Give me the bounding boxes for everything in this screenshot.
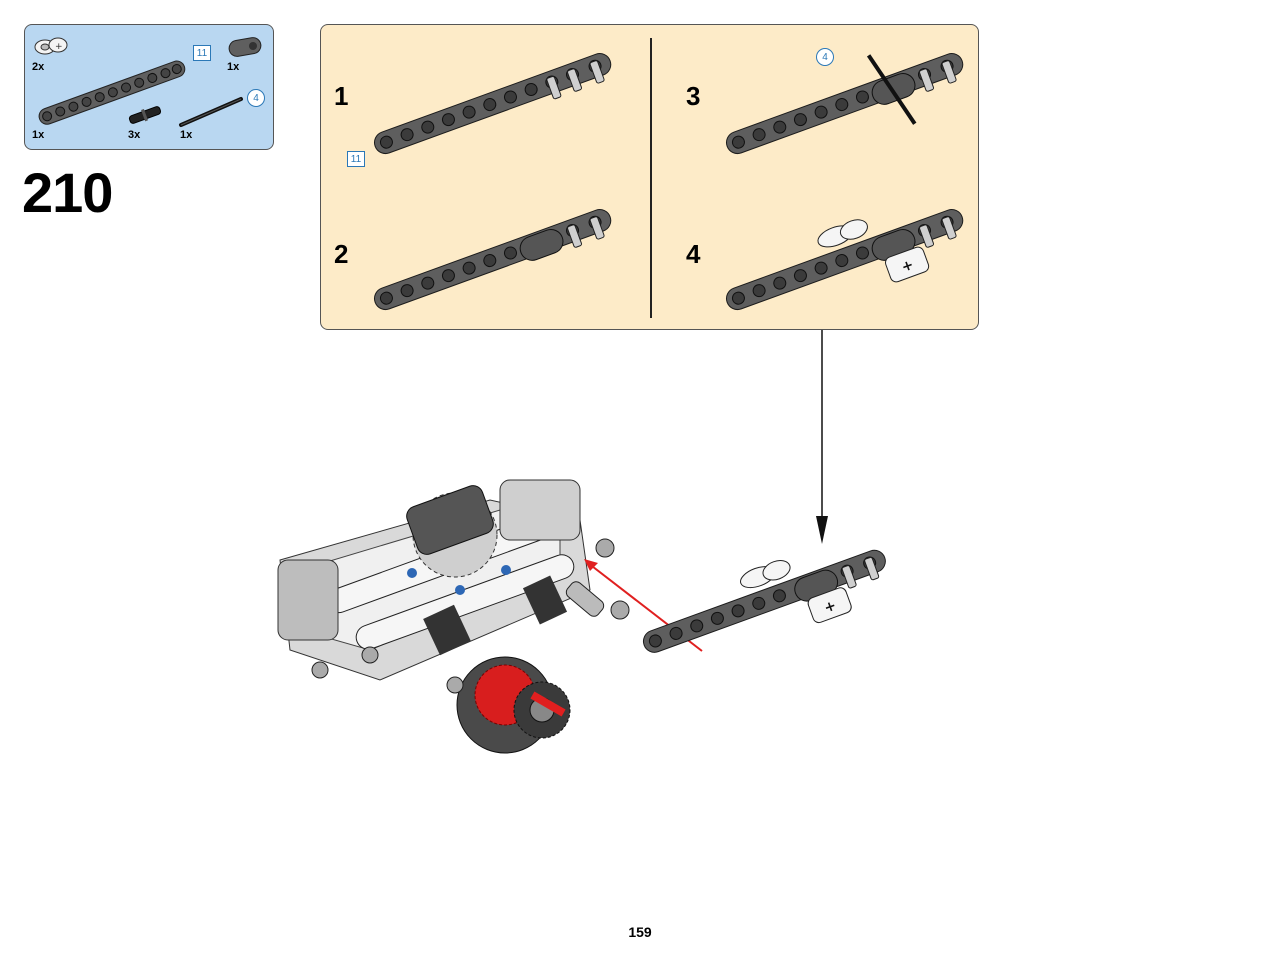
- svg-text:+: +: [899, 257, 915, 276]
- beam-length-callout: 11: [347, 151, 365, 167]
- part-qty: 3x: [128, 129, 141, 141]
- part-qty: 2x: [32, 61, 45, 73]
- beam-11-icon: [38, 60, 186, 125]
- substep-label: 4: [686, 239, 701, 269]
- beam-subassembly: +: [642, 549, 886, 653]
- substep-label: 2: [334, 239, 349, 269]
- substep-divider: [650, 38, 652, 318]
- part-qty: 1x: [227, 61, 240, 73]
- svg-text:+: +: [55, 42, 63, 52]
- main-assembly: [277, 479, 630, 754]
- pin-icon: [128, 106, 162, 124]
- page-number: 159: [628, 924, 652, 940]
- substeps-panel: 1 11 2: [320, 24, 979, 330]
- substep-4-assembly: +: [725, 209, 964, 311]
- svg-text:+: +: [822, 598, 838, 617]
- placement-arrow: [816, 330, 828, 544]
- axle-length-callout: 4: [816, 48, 834, 66]
- substep-label: 1: [334, 81, 349, 111]
- connector-icon: [228, 37, 262, 57]
- substep-1-assembly: [373, 53, 612, 155]
- step-number: 210: [22, 161, 113, 224]
- axle-length-callout: 4: [247, 89, 265, 107]
- parts-list: + 2x 1x 11 1x 3x 1x 4: [24, 24, 274, 150]
- part-qty: 1x: [32, 129, 45, 141]
- beam-length-callout: 11: [193, 45, 211, 61]
- substep-2-assembly: [373, 209, 612, 311]
- substep-label: 3: [686, 81, 701, 111]
- axle-icon: [179, 97, 243, 127]
- substep-3-assembly: [725, 53, 964, 155]
- part-qty: 1x: [180, 129, 193, 141]
- axle-pin-connector-icon: +: [34, 37, 68, 55]
